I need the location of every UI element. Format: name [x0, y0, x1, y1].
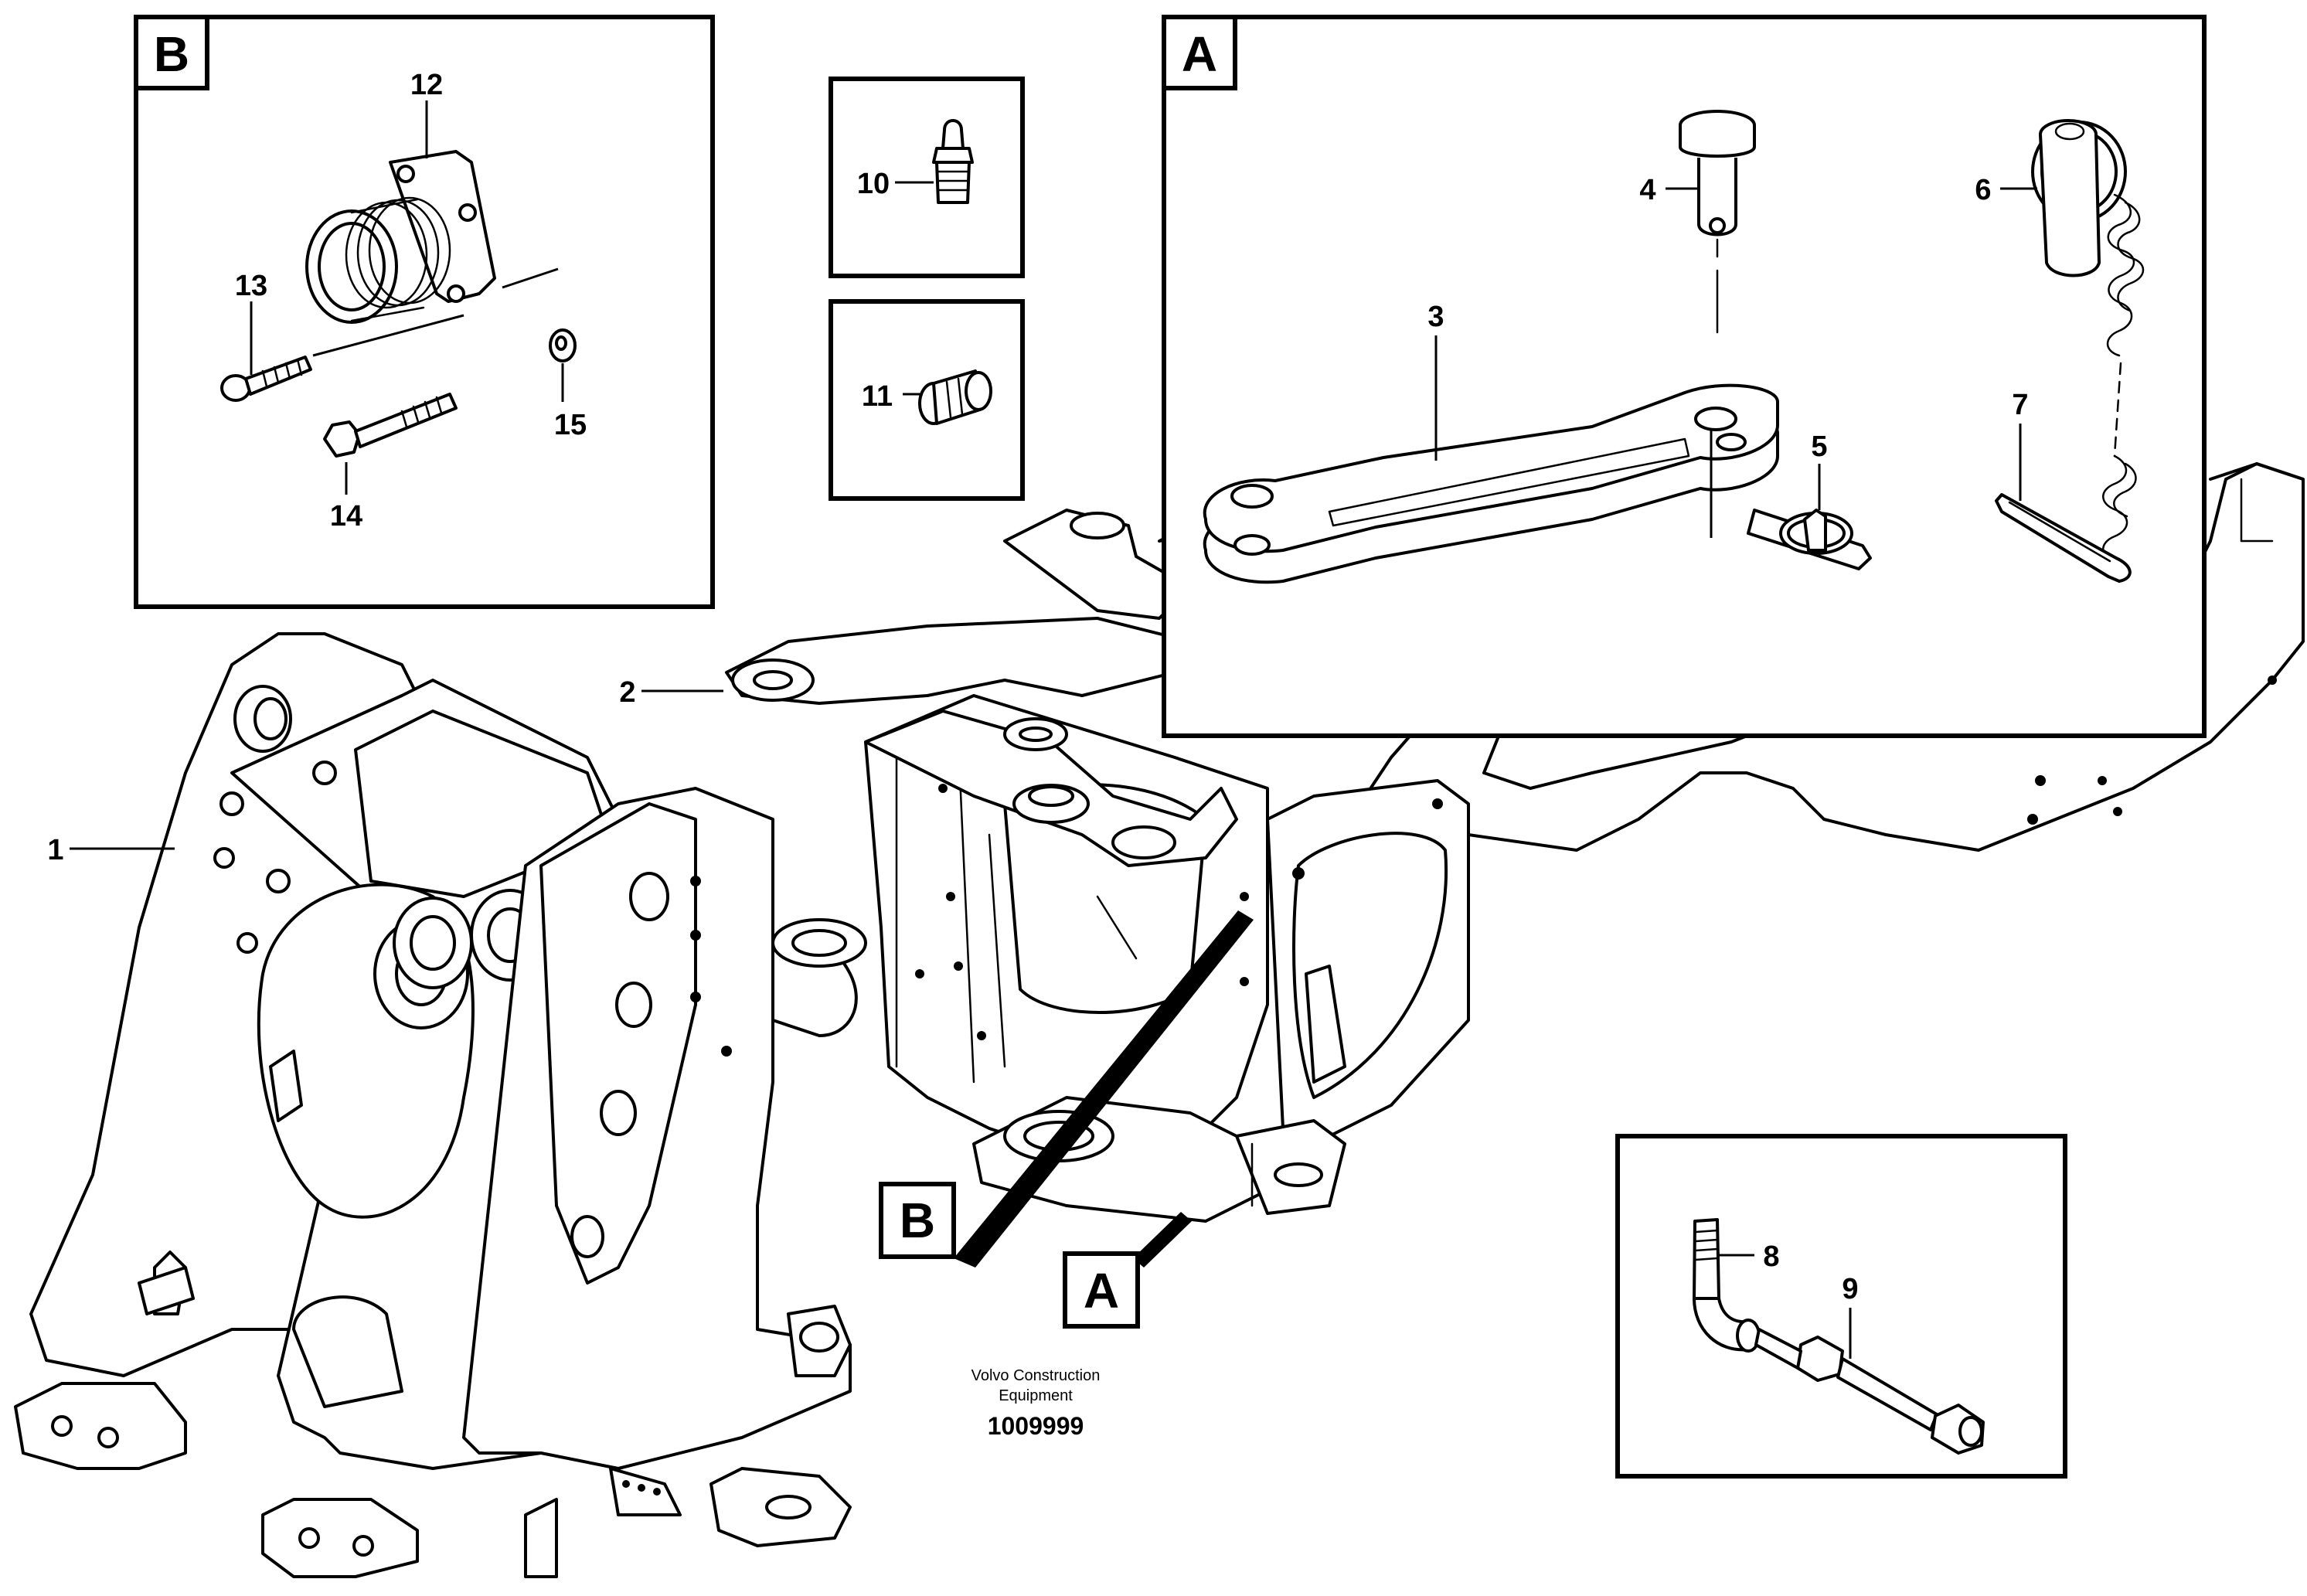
caption-line-1: Volvo Construction: [971, 1367, 1101, 1384]
part-12-flanged-bushing: [305, 150, 559, 357]
detail-a-label: A: [1182, 26, 1217, 82]
callout-3: 3: [1427, 301, 1444, 333]
caption-line-2: Equipment: [999, 1387, 1073, 1404]
detail-b-label: B: [154, 26, 189, 82]
callout-15: 15: [554, 409, 587, 441]
detail-box-8-9: 8 9: [1615, 1134, 2067, 1479]
location-marker-a: A: [1063, 1212, 1192, 1329]
detail-box-b: B: [134, 15, 715, 609]
detail-box-a: A: [1162, 15, 2207, 738]
part-10-grease-nipple: [932, 119, 974, 204]
part-15-washer: [549, 328, 577, 362]
part-11-adapter: [918, 369, 992, 425]
detail-box-10: 10: [829, 77, 1025, 278]
marker-b-label: B: [900, 1193, 935, 1248]
callout-5: 5: [1811, 430, 1827, 463]
marker-a-label: A: [1084, 1263, 1119, 1319]
part-6-lock-pin: [2031, 119, 2145, 564]
callout-8: 8: [1763, 1240, 1779, 1273]
callout-6: 6: [1975, 174, 1991, 206]
callout-12: 12: [410, 69, 443, 101]
callout-13: 13: [235, 270, 267, 302]
callout-14: 14: [330, 500, 362, 533]
callout-1: 1: [47, 834, 63, 866]
callout-11: 11: [862, 380, 893, 413]
part-14-flange-bolt: [323, 393, 458, 458]
part-5-lynch-pin: [1747, 509, 1872, 570]
callout-2: 2: [619, 676, 635, 709]
part-3-link: [1203, 383, 1779, 584]
detail-box-11: 11: [829, 299, 1025, 501]
callout-4: 4: [1639, 174, 1655, 206]
callout-10: 10: [857, 168, 890, 200]
part-13-socket-screw: [220, 356, 312, 402]
drawing-caption: Volvo Construction Equipment 1009999: [971, 1367, 1101, 1440]
callout-9: 9: [1842, 1273, 1858, 1305]
drawing-number: 1009999: [988, 1412, 1084, 1440]
front-frame: [14, 632, 867, 1578]
center-frame: [725, 509, 1470, 1223]
part-9-hose: [1754, 1328, 1985, 1455]
part-4-pin: [1679, 110, 1756, 334]
part-7-spring-clip: [1995, 493, 2132, 583]
location-marker-b: B: [879, 910, 1254, 1268]
part-8-elbow-nipple: [1693, 1218, 1761, 1353]
callout-7: 7: [2012, 389, 2028, 421]
